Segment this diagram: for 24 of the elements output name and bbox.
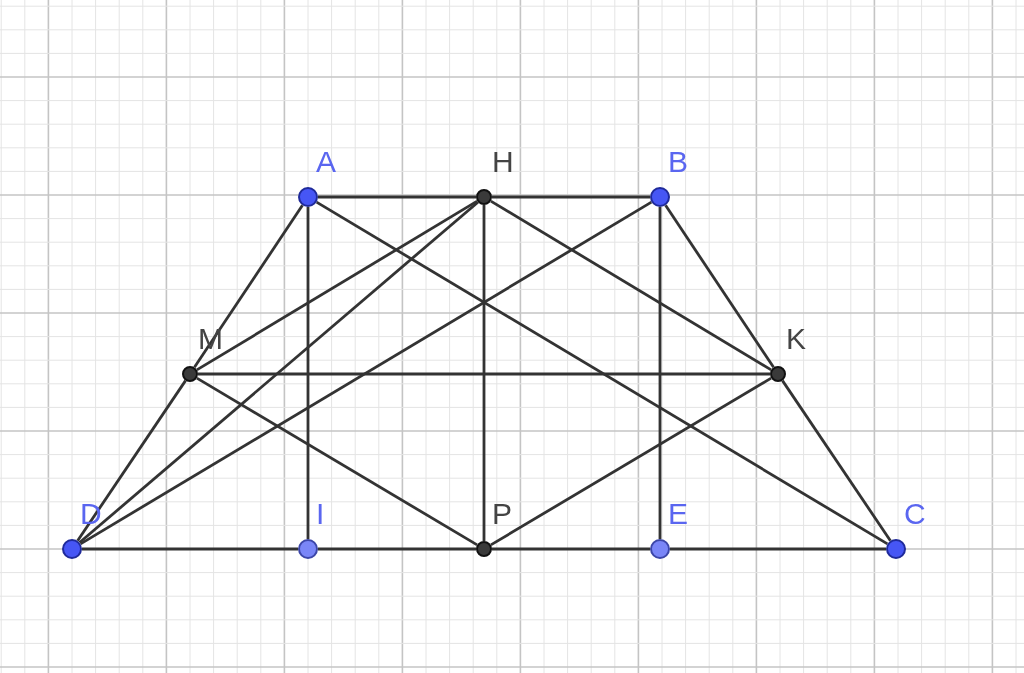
point-label: K	[786, 324, 806, 354]
line-segment	[318, 547, 476, 551]
point-label: E	[668, 499, 688, 529]
line-segment	[318, 195, 476, 199]
line-segment	[306, 207, 310, 539]
line-segment	[658, 207, 662, 539]
point-label: P	[492, 499, 512, 529]
point-label: C	[904, 499, 926, 529]
line-segment	[490, 376, 772, 547]
point-label: H	[492, 147, 514, 177]
line-segment	[492, 195, 650, 199]
line-segment	[196, 376, 478, 547]
line-segment	[198, 372, 770, 376]
line-segment	[490, 199, 772, 372]
line-segment	[492, 547, 650, 551]
point-label: B	[668, 147, 688, 177]
line-segment	[482, 205, 486, 541]
point-label: A	[316, 147, 336, 177]
line-segment	[196, 199, 478, 372]
line-segment	[670, 547, 886, 551]
line-segment	[82, 547, 298, 551]
line-segment	[781, 379, 892, 542]
point-label: I	[316, 499, 325, 529]
line-segment	[76, 379, 187, 542]
